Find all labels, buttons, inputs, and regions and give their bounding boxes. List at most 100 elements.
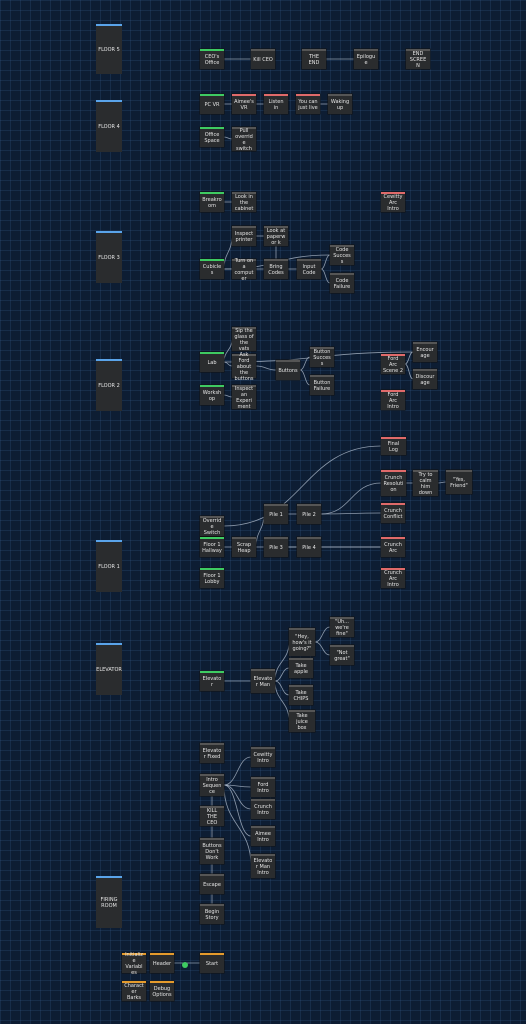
edge-43 xyxy=(314,641,331,656)
node-uh-fine[interactable]: "Uh... we're fine" xyxy=(330,617,354,637)
node-cewitty-intro-f3[interactable]: Cewitty Arc Intro xyxy=(381,192,405,212)
floor-f3[interactable]: FLOOR 3 xyxy=(96,231,122,283)
node-sip-glass[interactable]: Sip the glass of the vats xyxy=(232,327,256,352)
node-pile3[interactable]: Pile 3 xyxy=(264,537,288,557)
node-hey-going[interactable]: "Hey, how's it going?" xyxy=(289,628,315,656)
node-turn-on-computer[interactable]: Turn on a computer xyxy=(232,258,256,282)
floor-f2[interactable]: FLOOR 2 xyxy=(96,359,122,411)
edge-40 xyxy=(274,680,290,696)
node-take-apple[interactable]: Take apple xyxy=(289,658,313,678)
node-init-vars[interactable]: Initialize Variables xyxy=(122,952,146,976)
node-intro-sequence[interactable]: Intro Sequence xyxy=(200,774,224,796)
edge-19 xyxy=(255,365,277,371)
node-elevator-fixed[interactable]: Elevator Fixed xyxy=(200,743,224,763)
edge-48 xyxy=(223,784,252,867)
node-just-live[interactable]: You can just live xyxy=(296,94,320,114)
node-floor1-lobby[interactable]: Floor 1 Lobby xyxy=(200,568,224,588)
node-elevator-man-intro[interactable]: Elevator Man Intro xyxy=(251,854,275,878)
floor-f4[interactable]: FLOOR 4 xyxy=(96,100,122,152)
node-yes-friend[interactable]: "Yes, Friend" xyxy=(446,470,472,494)
edge-30 xyxy=(255,513,265,548)
node-waking-up[interactable]: Waking up xyxy=(328,94,352,114)
node-workshop[interactable]: Workshop xyxy=(200,385,224,405)
node-char-barks[interactable]: Character Barks xyxy=(122,981,146,1001)
edge-41 xyxy=(274,680,290,722)
node-pc-vr[interactable]: PC VR xyxy=(200,94,224,114)
floor-f1[interactable]: FLOOR 1 xyxy=(96,540,122,592)
node-scrap-heap[interactable]: Scrap Heap xyxy=(232,537,256,557)
edge-34 xyxy=(320,512,382,515)
node-pile2[interactable]: Pile 2 xyxy=(297,504,321,524)
node-ford-intro[interactable]: Ford Intro xyxy=(251,777,275,797)
node-pile4[interactable]: Pile 4 xyxy=(297,537,321,557)
edge-44 xyxy=(223,756,252,786)
node-crunch-conflict[interactable]: Crunch Conflict xyxy=(381,503,405,523)
node-elevator[interactable]: Elevator xyxy=(200,671,224,691)
node-button-success[interactable]: Button Success xyxy=(310,347,334,367)
node-inspect-printer[interactable]: Inspect printer xyxy=(232,226,256,246)
floor-f5[interactable]: FLOOR 5 xyxy=(96,24,122,74)
node-crunch-resolution[interactable]: Crunch Resolution xyxy=(381,470,406,496)
node-ford-intro-f2[interactable]: Ford Arc Intro xyxy=(381,390,405,410)
node-crunch-intro-f1[interactable]: Crunch Arc Intro xyxy=(381,568,405,588)
node-buttons-dont-work[interactable]: Buttons Don't Work xyxy=(200,838,224,864)
node-epilogue[interactable]: Epilogue xyxy=(354,49,378,69)
edge-39 xyxy=(274,667,290,682)
node-calm-down[interactable]: Try to calm him down xyxy=(413,470,438,496)
node-listen-in[interactable]: Listen in xyxy=(264,94,288,114)
node-aimee-intro[interactable]: Aimee Intro xyxy=(251,826,275,846)
node-not-great[interactable]: "Not great" xyxy=(330,645,354,665)
node-look-paperwork[interactable]: Look at paperwor k xyxy=(264,226,288,246)
node-begin-story[interactable]: Begin Story xyxy=(200,904,224,924)
node-aimee-vr[interactable]: Aimee's VR xyxy=(232,94,256,114)
node-header[interactable]: Header xyxy=(150,953,174,973)
node-discourage[interactable]: Discourage xyxy=(413,369,437,389)
node-button-failure[interactable]: Button Failure xyxy=(310,375,334,395)
node-pile1[interactable]: Pile 1 xyxy=(264,504,288,524)
edge-45 xyxy=(223,784,252,788)
node-start[interactable]: Start xyxy=(200,953,224,973)
node-ask-ford[interactable]: Ask Ford about the buttons xyxy=(232,352,256,382)
node-crunch-intro[interactable]: Crunch Intro xyxy=(251,799,275,819)
edge-26 xyxy=(437,481,447,484)
node-breakroom[interactable]: Breakroom xyxy=(200,192,224,212)
node-elevator-man[interactable]: Elevator Man xyxy=(251,669,275,693)
edge-42 xyxy=(314,626,331,643)
node-code-failure[interactable]: Code Failure xyxy=(330,273,354,293)
node-take-juice[interactable]: Take juice box xyxy=(289,710,315,732)
node-encourage[interactable]: Encourage xyxy=(413,342,437,362)
node-ceo-office[interactable]: CEO's Office xyxy=(200,49,224,69)
edge-21 xyxy=(299,369,311,386)
start-dot-icon xyxy=(182,962,188,968)
node-the-end[interactable]: THE END xyxy=(302,49,326,69)
node-ford-scene2[interactable]: Ford Arc Scene 2 xyxy=(381,354,405,374)
node-code-success[interactable]: Code Success xyxy=(330,245,354,265)
node-pull-override[interactable]: Pull override switch xyxy=(232,127,256,152)
node-debug-options[interactable]: Debug Options xyxy=(150,981,174,1001)
node-take-chips[interactable]: Take CHIPS xyxy=(289,685,313,705)
node-override-switch[interactable]: Override Switch xyxy=(200,516,224,536)
node-escape[interactable]: Escape xyxy=(200,874,224,894)
node-floor1-hallway[interactable]: Floor 1 Hallway xyxy=(200,537,224,557)
edge-24 xyxy=(223,394,233,398)
node-crunch-arc[interactable]: Crunch Arc xyxy=(381,537,405,557)
node-kill-ceo[interactable]: Kill CEO xyxy=(251,49,275,69)
node-look-cabinet[interactable]: Look in the cabinet xyxy=(232,192,256,212)
edge-7 xyxy=(223,235,233,270)
floor-firing[interactable]: FIRING ROOM xyxy=(96,876,122,928)
node-bring-codes[interactable]: Bring Codes xyxy=(264,259,288,279)
floor-elev[interactable]: ELEVATOR xyxy=(96,643,122,695)
node-end-screen[interactable]: END SCREEN xyxy=(406,49,430,69)
node-lab[interactable]: Lab xyxy=(200,352,224,372)
node-buttons[interactable]: Buttons xyxy=(276,360,300,380)
edge-46 xyxy=(223,784,252,810)
edge-5 xyxy=(223,136,233,140)
node-cewitty-intro[interactable]: Cewitty Intro xyxy=(251,747,275,767)
node-kill-the-ceo[interactable]: KILL THE CEO xyxy=(200,806,224,826)
node-input-code[interactable]: Input Code xyxy=(297,259,321,279)
node-final-log[interactable]: Final Log xyxy=(381,437,406,455)
node-inspect-experiment[interactable]: Inspect an Experiment xyxy=(232,385,256,410)
node-office-space[interactable]: Office Space xyxy=(200,127,224,147)
node-cubicles[interactable]: Cubicles xyxy=(200,259,224,279)
